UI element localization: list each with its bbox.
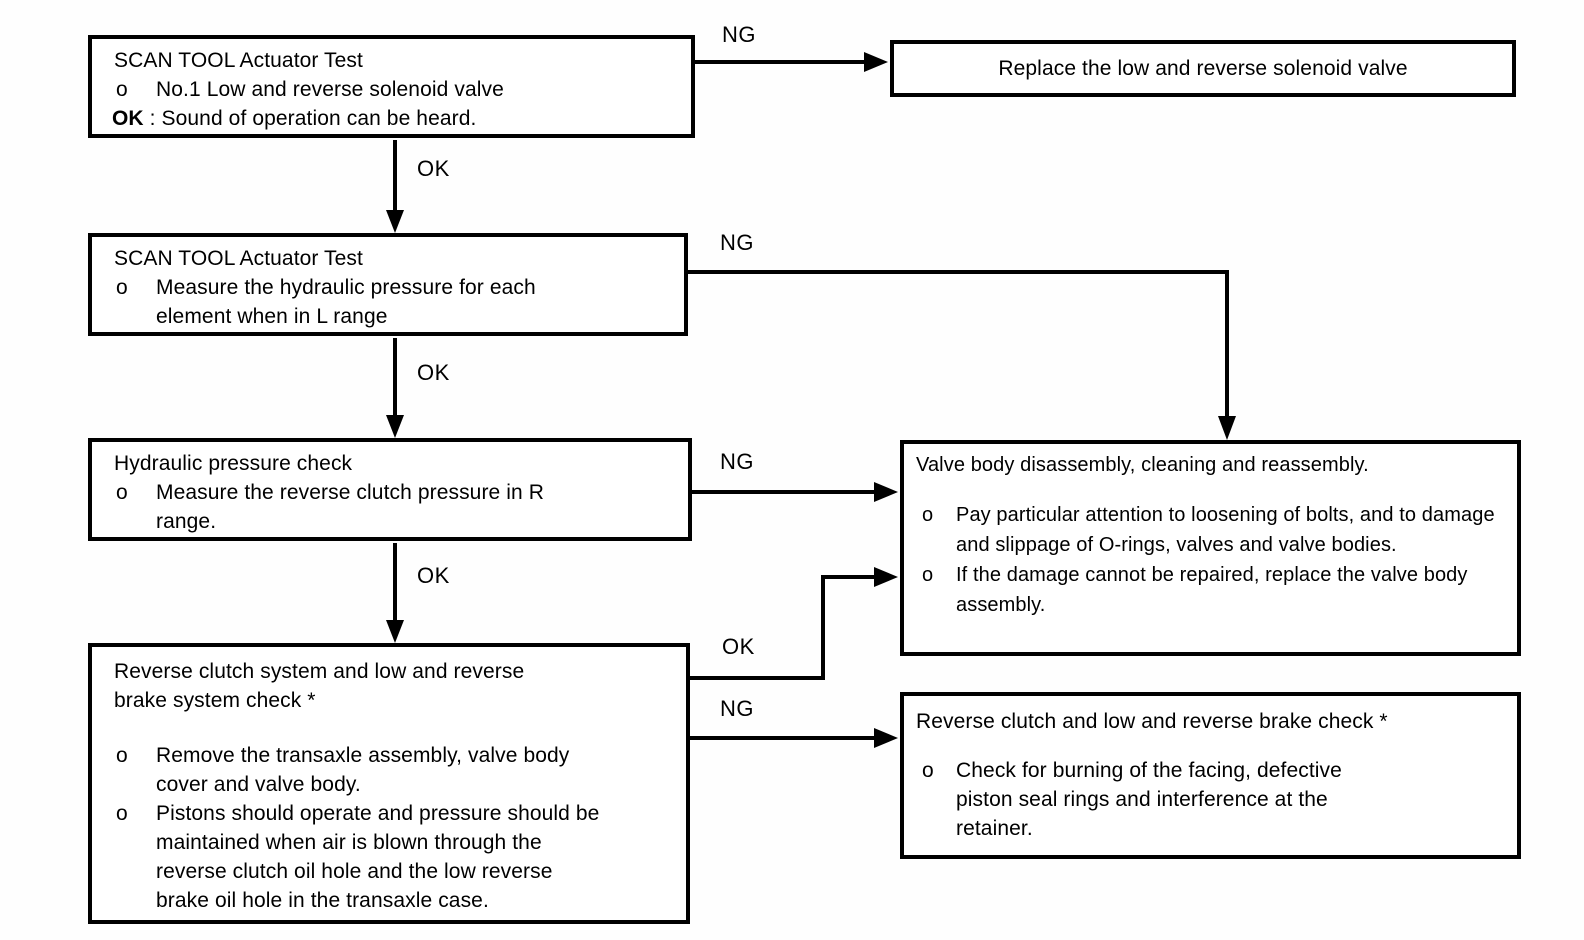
step3-hydraulic-pressure-check-box: Hydraulic pressure check o Measure the r…: [88, 438, 692, 541]
step4-title: Reverse clutch system and low and revers…: [114, 660, 525, 712]
ok-label-step3: OK: [417, 563, 450, 588]
valve-body-bullet1: Pay particular attention to loosening of…: [956, 504, 1495, 556]
bullet-marker: o: [922, 759, 934, 782]
ng-label-step2: NG: [720, 230, 754, 255]
reverse-brake-check-title: Reverse clutch and low and reverse brake…: [916, 710, 1388, 733]
valve-body-title: Valve body disassembly, cleaning and rea…: [916, 454, 1369, 476]
step4-bullet2: Pistons should operate and pressure shou…: [156, 802, 600, 912]
step3-bullet1: Measure the reverse clutch pressure in R…: [156, 481, 544, 533]
ng-label-step1: NG: [722, 22, 756, 47]
ng-label-step3: NG: [720, 449, 754, 474]
step2-bullet1: Measure the hydraulic pressure for each …: [156, 276, 536, 328]
ok-label-step4: OK: [722, 634, 755, 659]
step1-scan-tool-solenoid-box: SCAN TOOL Actuator Test o No.1 Low and r…: [88, 35, 695, 138]
step3-title: Hydraulic pressure check: [114, 452, 353, 475]
bullet-marker: o: [922, 564, 934, 586]
bullet-marker: o: [922, 504, 934, 526]
bullet-marker: o: [116, 78, 128, 101]
bullet-marker: o: [116, 802, 128, 825]
reverse-brake-check-box: Reverse clutch and low and reverse brake…: [900, 692, 1521, 859]
valve-body-disassembly-box: Valve body disassembly, cleaning and rea…: [900, 440, 1521, 656]
bullet-marker: o: [116, 744, 128, 767]
ok-label-step1: OK: [417, 156, 450, 181]
replace-solenoid-valve-box: Replace the low and reverse solenoid val…: [890, 40, 1516, 97]
step2-title: SCAN TOOL Actuator Test: [114, 247, 363, 270]
ok-label-step2: OK: [417, 360, 450, 385]
step1-bullet1: No.1 Low and reverse solenoid valve: [156, 78, 504, 101]
bullet-marker: o: [116, 276, 128, 299]
step1-title: SCAN TOOL Actuator Test: [114, 49, 363, 72]
reverse-brake-check-bullet1: Check for burning of the facing, defecti…: [956, 759, 1342, 840]
step1-ok-criterion: OK : Sound of operation can be heard.: [112, 107, 477, 130]
step4-bullet1: Remove the transaxle assembly, valve bod…: [156, 744, 570, 796]
bullet-marker: o: [116, 481, 128, 504]
replace-solenoid-title: Replace the low and reverse solenoid val…: [998, 57, 1408, 80]
step2-scan-tool-pressure-box: SCAN TOOL Actuator Test o Measure the hy…: [88, 233, 688, 336]
ng-label-step4: NG: [720, 696, 754, 721]
step4-reverse-clutch-system-box: Reverse clutch system and low and revers…: [88, 643, 690, 924]
valve-body-bullet2: If the damage cannot be repaired, replac…: [956, 564, 1468, 616]
